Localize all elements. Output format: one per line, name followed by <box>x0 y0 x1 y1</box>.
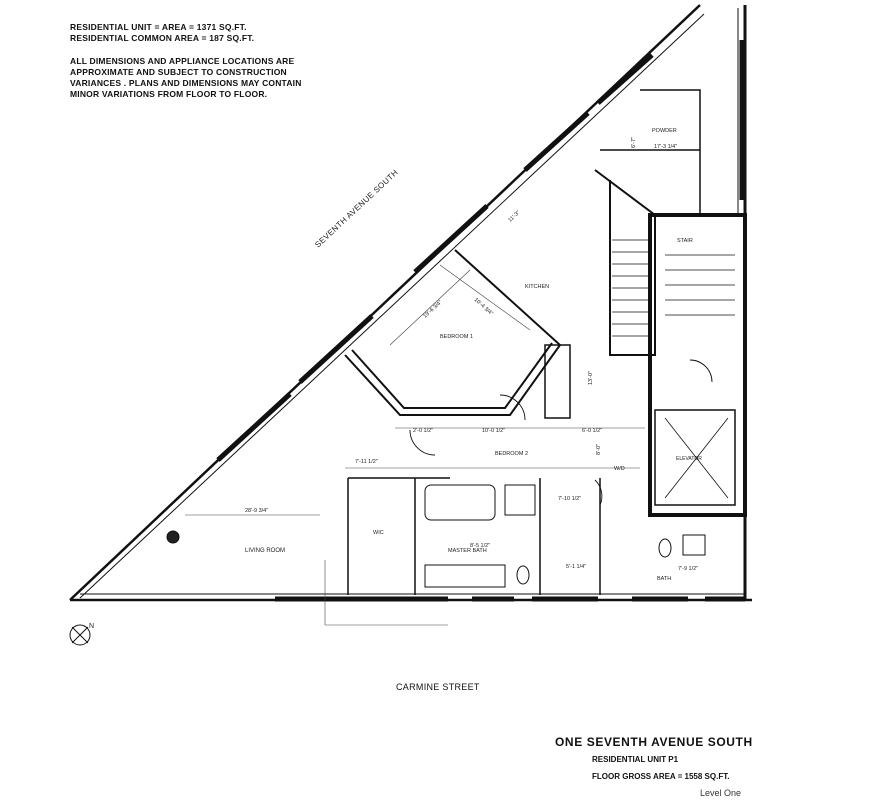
dimension-lines <box>185 264 645 626</box>
window-pane <box>596 53 654 105</box>
top-room-wall <box>600 89 701 215</box>
room-label: BATH <box>657 576 671 582</box>
disclaimer-line: ALL DIMENSIONS AND APPLIANCE LOCATIONS A… <box>70 56 295 66</box>
elevator-x <box>664 417 729 499</box>
room-label: POWDER <box>652 128 677 134</box>
door-swing <box>594 479 603 506</box>
room-label: LIVING ROOM <box>245 548 285 554</box>
dimension-text: 10'-0 1/2" <box>482 428 505 434</box>
hypotenuse-wall <box>69 4 701 601</box>
room-label: ELEVATOR <box>676 456 702 462</box>
column-icon <box>166 530 180 544</box>
toilet-icon <box>516 565 530 585</box>
dimension-text: 7'-9 1/2" <box>678 566 698 572</box>
street-label: CARMINE STREET <box>396 682 480 692</box>
stair-wall <box>594 169 656 356</box>
bedroom-wall <box>344 249 562 416</box>
north-arrow-letter: N <box>89 623 94 630</box>
dimension-text: 2'-0 1/2" <box>413 428 433 434</box>
plan-notes: RESIDENTIAL UNIT = AREA = 1371 sq.ft. RE… <box>70 22 302 100</box>
window-glazing <box>216 40 745 462</box>
dimension-text: 8'-0" <box>596 444 602 455</box>
window-pane <box>298 314 374 384</box>
bedroom-wall-inner <box>351 342 553 409</box>
toilet-icon <box>658 538 672 558</box>
kitchen-counter <box>544 344 571 419</box>
avenue-label: SEVENTH AVENUE SOUTH <box>313 168 400 250</box>
elevator-shaft <box>654 409 736 506</box>
shower <box>504 484 536 516</box>
dimension-text: 7'-10 1/2" <box>558 496 581 502</box>
dimension-text: 17'-3 1/4" <box>654 144 677 150</box>
sink <box>682 534 706 556</box>
dimension-text: 11'-3" <box>507 210 521 224</box>
vanity <box>424 564 506 588</box>
unit-name: RESIDENTIAL UNIT P1 <box>592 755 679 764</box>
title-block: ONE SEVENTH AVENUE SOUTH RESIDENTIAL UNI… <box>555 735 753 798</box>
north-arrow-ring <box>69 624 91 646</box>
dimension-text: 10'-4 3/4" <box>473 297 494 317</box>
disclaimer-line: APPROXIMATE AND SUBJECT TO CONSTRUCTION <box>70 67 287 77</box>
dimension-text: 6'-7" <box>631 137 637 148</box>
room-label: BEDROOM 1 <box>440 334 473 340</box>
room-label: MASTER BATH <box>448 548 487 554</box>
room-label: WIC <box>373 530 384 536</box>
door-swing <box>409 429 436 456</box>
north-arrow-icon: N <box>69 623 94 646</box>
room-label: KITCHEN <box>525 284 549 290</box>
door-swing <box>499 394 526 421</box>
window-pane <box>523 111 590 172</box>
room-label: BEDROOM 2 <box>495 451 528 457</box>
window-pane <box>216 392 292 462</box>
gross-area: FLOOR GROSS AREA = 1558 sq.ft. <box>592 772 730 781</box>
door-swing <box>689 359 713 383</box>
dimension-text: 28'-9 3/4" <box>245 508 268 514</box>
common-area-note: RESIDENTIAL COMMON AREA = 187 sq.ft. <box>70 33 255 43</box>
dimension-text: 19'-6 3/4" <box>422 299 443 319</box>
dimension-line <box>439 264 531 331</box>
doors <box>409 359 713 506</box>
disclaimer-line: MINOR VARIATIONS FROM FLOOR TO FLOOR. <box>70 89 268 99</box>
fixtures <box>166 484 706 588</box>
stair-treads <box>612 239 735 337</box>
room-label: W/D <box>614 466 625 472</box>
room-label: STAIR <box>677 238 693 244</box>
hypotenuse-wall-inner <box>79 13 705 599</box>
dimension-text: 6'-0 1/2" <box>582 428 602 434</box>
dimension-text: 5'-1 1/4" <box>566 564 586 570</box>
dimension-line <box>389 269 471 346</box>
bath-block <box>347 477 601 595</box>
level-label: Level One <box>700 788 742 798</box>
dimension-text: 13'-0" <box>588 371 594 385</box>
window-pane <box>413 204 489 274</box>
core-wall <box>648 213 747 517</box>
project-name: ONE SEVENTH AVENUE SOUTH <box>555 735 753 749</box>
bathtub <box>424 484 496 521</box>
unit-area-note: RESIDENTIAL UNIT = AREA = 1371 sq.ft. <box>70 22 247 32</box>
interior-walls <box>344 89 747 595</box>
disclaimer-line: VARIANCES . PLANS AND DIMENSIONS MAY CON… <box>70 78 302 88</box>
dimension-text: 7'-11 1/2" <box>355 459 378 465</box>
north-arrow-line <box>71 626 89 644</box>
dimension-text: 8'-5 1/2" <box>470 543 490 549</box>
